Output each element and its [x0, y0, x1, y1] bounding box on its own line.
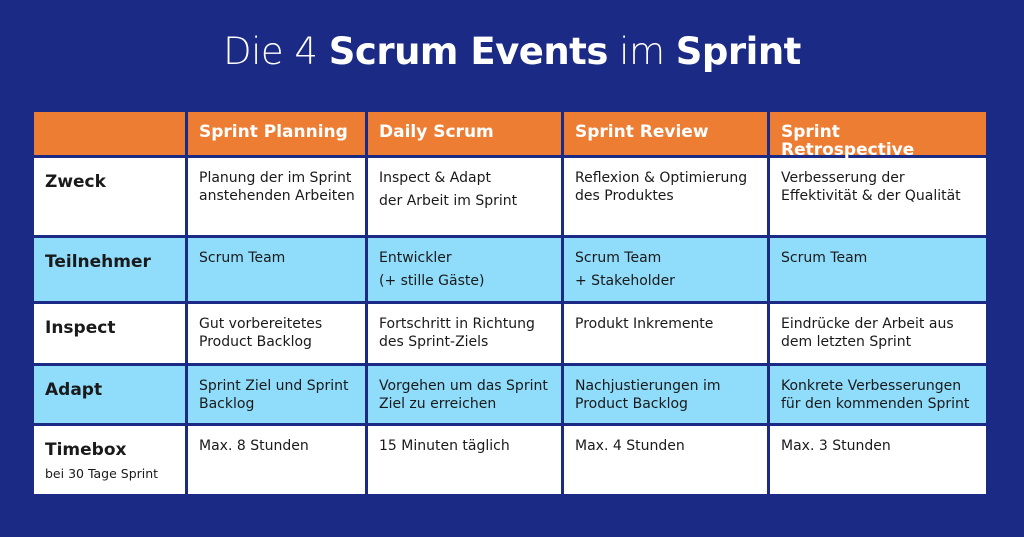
cell-inspect-planning: Gut vorbereitetes Product Backlog [188, 304, 365, 363]
cell-line: Entwickler [379, 250, 452, 266]
cell-timebox-planning: Max. 8 Stunden [188, 426, 365, 494]
header-sprint-review: Sprint Review [564, 112, 767, 155]
cell-line: Inspect & Adapt [379, 170, 491, 186]
row-label-inspect: Inspect [34, 304, 185, 363]
row-label-text: Timebox [45, 440, 127, 460]
cell-timebox-retro: Max. 3 Stunden [770, 426, 986, 494]
cell-line: + Stakeholder [575, 273, 675, 289]
cell-line: (+ stille Gäste) [379, 273, 485, 289]
cell-inspect-retro: Eindrücke der Arbeit aus dem letzten Spr… [770, 304, 986, 363]
cell-adapt-daily: Vorgehen um das Sprint Ziel zu erreichen [368, 366, 561, 423]
row-label-adapt: Adapt [34, 366, 185, 423]
cell-zweck-planning: Planung der im Sprint anstehenden Arbeit… [188, 158, 365, 235]
cell-line: der Arbeit im Sprint [379, 193, 518, 209]
cell-inspect-review: Produkt Inkremente [564, 304, 767, 363]
header-corner [34, 112, 185, 155]
title-part-2: Scrum Events [328, 30, 609, 73]
cell-zweck-retro: Verbesserung der Effektivität & der Qual… [770, 158, 986, 235]
row-label-timebox: Timebox bei 30 Tage Sprint [34, 426, 185, 494]
row-label-teilnehmer: Teilnehmer [34, 238, 185, 301]
cell-adapt-retro: Konkrete Verbesserungen für den kommende… [770, 366, 986, 423]
title-part-4: Sprint [675, 30, 802, 73]
cell-teilnehmer-review: Scrum Team + Stakeholder [564, 238, 767, 301]
cell-line: Scrum Team [575, 250, 662, 266]
cell-zweck-review: Reflexion & Optimierung des Produktes [564, 158, 767, 235]
cell-adapt-planning: Sprint Ziel und Sprint Backlog [188, 366, 365, 423]
cell-teilnehmer-planning: Scrum Team [188, 238, 365, 301]
page-title: Die 4 Scrum Events im Sprint [0, 30, 1024, 74]
cell-timebox-review: Max. 4 Stunden [564, 426, 767, 494]
cell-teilnehmer-daily: Entwickler (+ stille Gäste) [368, 238, 561, 301]
header-daily-scrum: Daily Scrum [368, 112, 561, 155]
scrum-events-table: Sprint Planning Daily Scrum Sprint Revie… [34, 112, 986, 494]
cell-teilnehmer-retro: Scrum Team [770, 238, 986, 301]
title-part-3: im [607, 30, 676, 73]
cell-inspect-daily: Fortschritt in Richtung des Sprint-Ziels [368, 304, 561, 363]
cell-zweck-daily: Inspect & Adapt der Arbeit im Sprint [368, 158, 561, 235]
header-sprint-retrospective: Sprint Retrospective [770, 112, 986, 159]
header-sprint-planning: Sprint Planning [188, 112, 365, 155]
row-sublabel: bei 30 Tage Sprint [45, 466, 159, 481]
row-label-zweck: Zweck [34, 158, 185, 235]
cell-timebox-daily: 15 Minuten täglich [368, 426, 561, 494]
title-part-1: Die 4 [223, 30, 329, 73]
cell-adapt-review: Nachjustierungen im Product Backlog [564, 366, 767, 423]
